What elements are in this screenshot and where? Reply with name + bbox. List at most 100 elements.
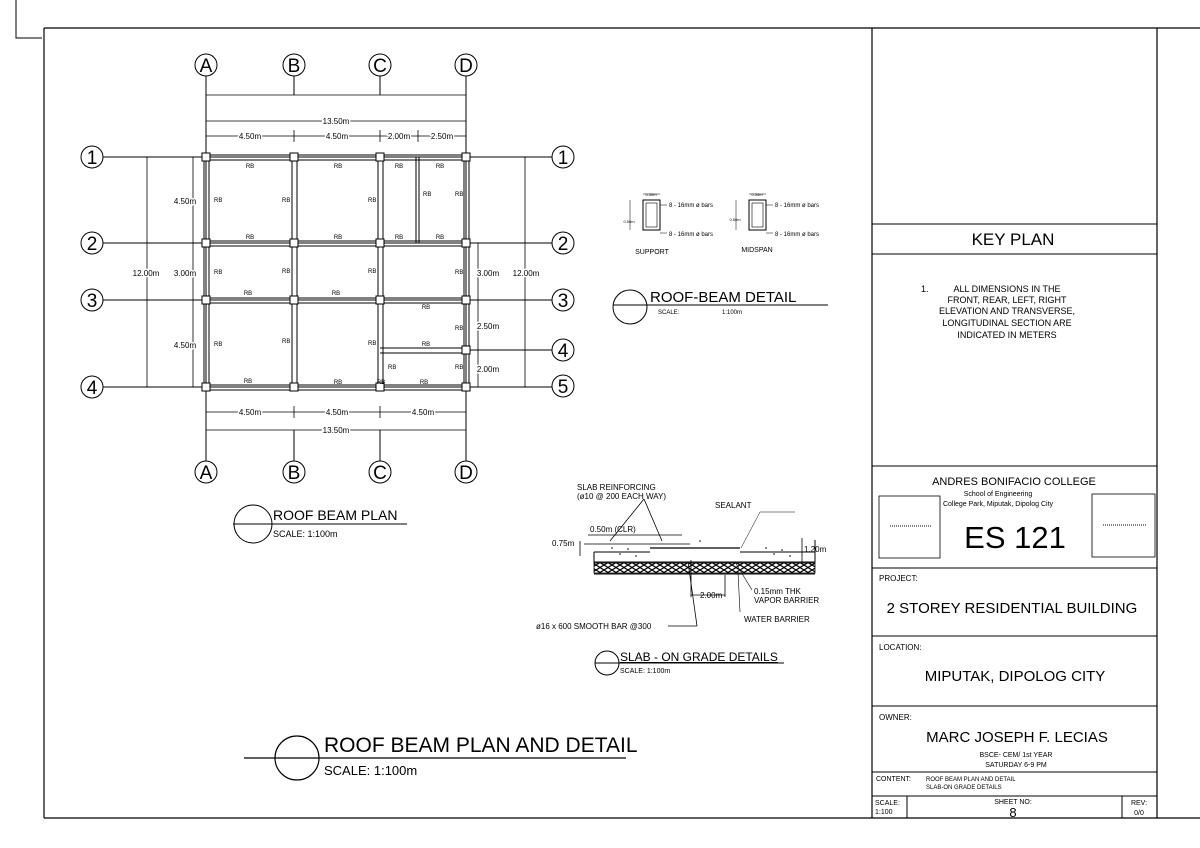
midspan-label: MIDSPAN	[741, 247, 772, 254]
support-width: 0.30m	[645, 192, 657, 197]
beam-tag: RB	[436, 235, 444, 241]
dim-bottom-total: 13.50m	[323, 426, 350, 435]
beam-tag: RB	[244, 379, 252, 385]
course-code: ES 121	[964, 520, 1066, 555]
roof-beam-detail: 0.30m 0.50m 8 - 16mm ø bars 8 - 16mm ø b…	[612, 192, 828, 325]
grid-label-a-top: A	[200, 56, 213, 77]
dim-top-span-3: 2.00m	[388, 132, 411, 141]
slab-title: SLAB - ON GRADE DETAILS SCALE: 1:100m	[594, 650, 784, 676]
rev-label: REV:	[1131, 800, 1147, 807]
roof-beam-plan-title: ROOF BEAM PLAN SCALE: 1:100m	[233, 504, 407, 544]
content-line-2: SLAB-ON GRADE DETAILS	[926, 785, 1002, 791]
title-block: KEY PLAN 1. ALL DIMENSIONS IN THE FRONT,…	[872, 223, 1157, 820]
beam-tag: RB	[246, 235, 254, 241]
school-name: School of Engineering	[964, 491, 1033, 498]
support-section: 0.30m 0.50m 8 - 16mm ø bars 8 - 16mm ø b…	[623, 192, 713, 256]
owner-name: MARC JOSEPH F. LECIAS	[926, 729, 1108, 746]
dim-top-span-4: 2.50m	[431, 132, 454, 141]
support-bars-top: 8 - 16mm ø bars	[669, 203, 713, 209]
gravel-base	[593, 562, 816, 574]
grid-label-c-top: C	[373, 56, 387, 77]
beam-tag: RB	[420, 380, 428, 386]
slab-left-dim: 0.75m	[552, 539, 575, 548]
project-label: PROJECT:	[879, 574, 918, 583]
beam-tag: RB	[282, 339, 290, 345]
dim-bottom-span-2: 4.50m	[326, 408, 349, 417]
grid-label-d-top: D	[459, 56, 473, 77]
dim-bottom-span-1: 4.50m	[239, 408, 262, 417]
slab-on-grade-detail: SLAB REINFORCING (ø10 @ 200 EACH WAY) SE…	[536, 483, 827, 676]
support-bars-bottom: 8 - 16mm ø bars	[669, 232, 713, 238]
main-title: ROOF BEAM PLAN AND DETAIL	[324, 734, 638, 757]
slab-vapor-1: 0.15mm THK	[754, 587, 802, 596]
grid-label-3-right: 3	[558, 291, 569, 312]
detail-scale-value: 1:100m	[722, 310, 742, 316]
aggregate-dots	[611, 540, 791, 557]
beam-tags: RB RB RB RB RB RB RB RB RB RB RB RB RB R…	[214, 164, 463, 386]
grid-bubbles-bottom: A B C D	[194, 460, 478, 484]
slab-water-barrier: WATER BARRIER	[744, 615, 810, 624]
beam-tag: RB	[395, 235, 403, 241]
slab-bottom-dim: 2.00m	[700, 591, 723, 600]
scale-label: SCALE:	[875, 800, 900, 807]
slab-reinforcing-1: SLAB REINFORCING	[577, 483, 656, 492]
detail-scale-label: SCALE:	[658, 310, 680, 316]
location-name: MIPUTAK, DIPOLOG CITY	[925, 668, 1106, 685]
note-line-3: ELEVATION AND TRANSVERSE,	[939, 306, 1075, 316]
midspan-section: 0.30m 0.50m 8 - 16mm ø bars 8 - 16mm ø b…	[729, 192, 819, 254]
dim-top-span-2: 4.50m	[326, 132, 349, 141]
dim-right-span-3: 2.00m	[477, 365, 500, 374]
grid-label-1-right: 1	[558, 148, 569, 169]
slab-reinforcing-2: (ø10 @ 200 EACH WAY)	[577, 492, 666, 501]
slab-vapor-2: VAPOR BARRIER	[754, 596, 819, 605]
project-name: 2 STOREY RESIDENTIAL BUILDING	[887, 600, 1138, 617]
slab-right-dim: 1.20m	[804, 545, 827, 554]
beam-tag: RB	[334, 164, 342, 170]
beam-tag: RB	[282, 269, 290, 275]
beam-tag: RB	[368, 341, 376, 347]
grid-label-3-left: 3	[87, 291, 98, 312]
grid-bubbles-right: 1 2 3 4 5	[551, 145, 575, 398]
slab-clr: 0.50m (CLR)	[590, 525, 636, 534]
slab-smooth-bar: ø16 x 600 SMOOTH BAR @300	[536, 622, 652, 631]
midspan-width: 0.30m	[751, 192, 763, 197]
midspan-depth: 0.50m	[729, 217, 741, 222]
main-drawing-title: ROOF BEAM PLAN AND DETAIL SCALE: 1:100m	[244, 734, 638, 781]
beam-tag: RB	[244, 291, 252, 297]
beam-tag: RB	[246, 164, 254, 170]
sheet-frame	[15, 0, 1200, 819]
dim-left-span-2: 3.00m	[174, 269, 197, 278]
beam-tag: RB	[455, 326, 463, 332]
grid-bubbles-left: 1 2 3 4	[80, 145, 104, 399]
dim-top-span-1: 4.50m	[239, 132, 262, 141]
beam-tag: RB	[388, 365, 396, 371]
content-line-1: ROOF BEAM PLAN AND DETAIL	[926, 777, 1016, 783]
left-logo-frame	[878, 495, 941, 559]
beam-tag: RB	[423, 192, 431, 198]
note-number: 1.	[921, 284, 929, 294]
beam-tag: RB	[214, 198, 222, 204]
dim-bottom-span-3: 4.50m	[412, 408, 435, 417]
key-plan-title: KEY PLAN	[972, 230, 1055, 249]
beam-tag: RB	[455, 270, 463, 276]
grid-label-2-left: 2	[87, 234, 98, 255]
slab-scale: SCALE: 1:100m	[620, 668, 670, 675]
roof-beams	[203, 154, 470, 391]
owner-sub-1: BSCE- CEM/ 1st YEAR	[979, 752, 1052, 759]
beam-tag: RB	[332, 291, 340, 297]
beam-tag: RB	[377, 380, 385, 386]
rev-value: 0/0	[1134, 810, 1144, 817]
slab-title-text: SLAB - ON GRADE DETAILS	[620, 650, 778, 664]
main-scale: SCALE: 1:100m	[324, 763, 417, 778]
beam-tag: RB	[334, 380, 342, 386]
location-label: LOCATION:	[879, 643, 922, 652]
slab-sealant: SEALANT	[715, 501, 752, 510]
beam-tag: RB	[422, 342, 430, 348]
grid-label-5-right: 5	[558, 377, 569, 398]
detail-title: ROOF-BEAM DETAIL	[650, 289, 796, 306]
sheet-number: 8	[1009, 805, 1016, 820]
beam-tag: RB	[214, 270, 222, 276]
school-address: College Park, Miputak, Dipolog City	[943, 501, 1054, 508]
midspan-bars-bottom: 8 - 16mm ø bars	[775, 232, 819, 238]
